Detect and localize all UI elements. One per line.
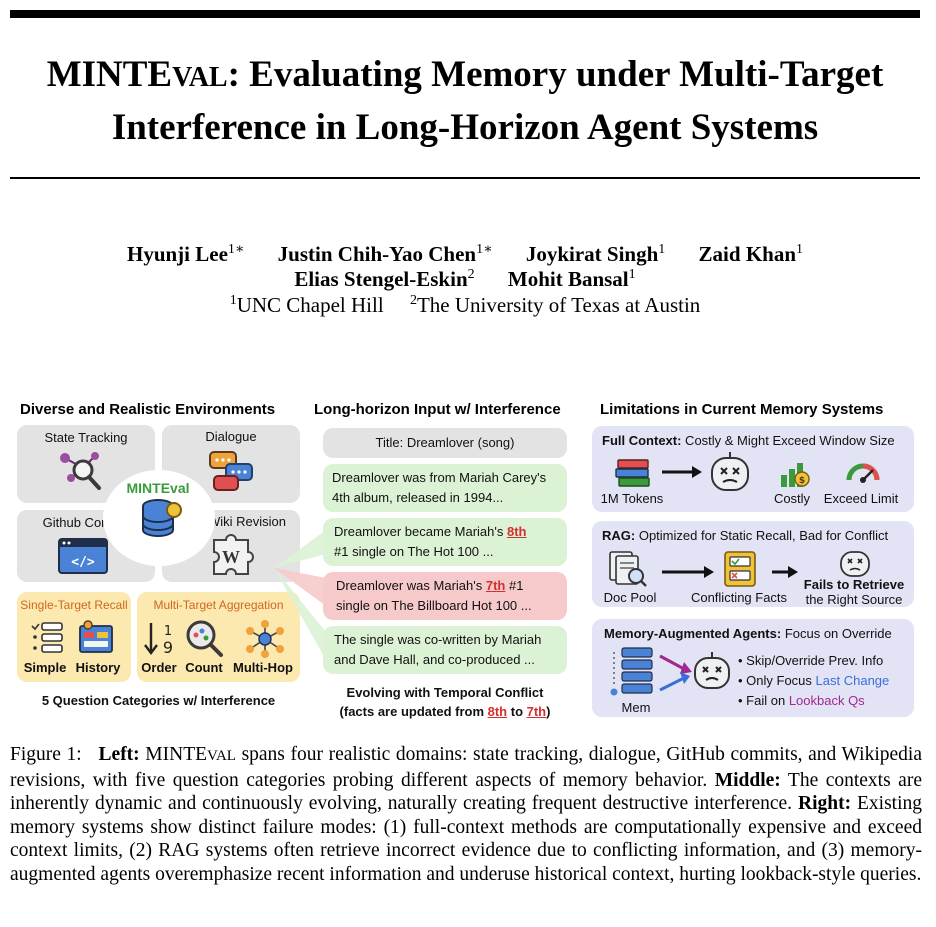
author: Joykirat Singh1	[525, 242, 666, 266]
paper-title: MINTEVAL: Evaluating Memory under Multi-…	[0, 50, 930, 153]
article-title: Title: Dreamlover (song)	[375, 435, 515, 450]
arrow-right-icon	[662, 566, 714, 578]
affiliations: 1UNC Chapel Hill 2The University of Texa…	[229, 293, 701, 317]
fact-box-3-conflict	[323, 572, 567, 620]
top-rule	[10, 10, 920, 18]
memory-bullet: • Only Focus Last Change	[738, 673, 890, 688]
cat-order-label: Order	[141, 660, 177, 675]
memory-bullet: • Skip/Override Prev. Info	[738, 653, 884, 668]
full-context-costly-label: Costly	[773, 491, 811, 506]
env-dialogue-label: Dialogue	[205, 429, 257, 444]
minteval-logo-text: MINTEval	[126, 480, 190, 496]
dialogue-icon	[209, 451, 253, 491]
history-board-icon	[79, 620, 113, 653]
svg-text:$: $	[799, 476, 805, 486]
state-tracking-icon	[60, 452, 101, 490]
left-panel-heading: Diverse and Realistic Environments	[20, 401, 276, 418]
fact-box-1	[323, 464, 567, 512]
author: Zaid Khan1	[698, 242, 804, 266]
fact-box-4	[323, 626, 567, 674]
right-panel-heading: Limitations in Current Memory Systems	[600, 401, 884, 418]
multi-hop-network-icon	[246, 620, 284, 658]
dizzy-robot-icon	[694, 652, 730, 689]
cat-multihop-label: Multi-Hop	[233, 660, 293, 675]
env-state-label: State Tracking	[44, 430, 128, 445]
title-line-2: Interference in Long-Horizon Agent Syste…	[111, 107, 819, 148]
figure-caption: Figure 1: Left: MINTEVAL spans four real…	[10, 744, 922, 885]
sort-order-icon: 1 9	[144, 623, 173, 657]
wikipedia-puzzle-icon: W	[213, 534, 254, 575]
full-context-exceed-label: Exceed Limit	[823, 491, 899, 506]
title-bottom-rule	[10, 177, 920, 179]
dizzy-robot-icon	[711, 452, 749, 491]
focus-arrows-icon	[659, 654, 692, 692]
multi-target-title: Multi-Target Aggregation	[153, 598, 284, 612]
fact-2-text: Dreamlover became Mariah's 8th #1 single…	[334, 524, 527, 559]
env-wiki-label: Wiki Revision	[207, 514, 286, 529]
full-context-title: Full Context: Costly & Might Exceed Wind…	[602, 433, 895, 448]
single-target-title: Single-Target Recall	[20, 598, 128, 612]
cat-simple-label: Simple	[23, 660, 67, 675]
rag-title: RAG: Optimized for Static Recall, Bad fo…	[602, 528, 889, 543]
author: Mohit Bansal1	[507, 267, 636, 291]
database-icon	[142, 499, 182, 537]
arrow-right-icon	[772, 566, 798, 578]
count-magnifier-icon	[186, 620, 223, 657]
books-icon	[615, 459, 650, 487]
title-line-1: MINTEVAL: Evaluating Memory under Multi-…	[46, 54, 884, 95]
code-window-icon: </>	[58, 538, 108, 574]
rag-conflicting-label: Conflicting Facts	[690, 590, 788, 605]
full-context-tokens-label: 1M Tokens	[600, 491, 664, 506]
left-panel-footer: 5 Question Categories w/ Interference	[41, 693, 276, 708]
rag-doc-pool-label: Doc Pool	[603, 590, 657, 605]
fact-3-text: Dreamlover was Mariah's 7th #1 single on…	[336, 578, 532, 613]
interference-connectors	[274, 530, 326, 660]
gauge-limit-icon	[846, 463, 880, 483]
author: Hyunji Lee1∗	[126, 242, 245, 266]
svg-text:</>: </>	[71, 555, 95, 570]
author: Justin Chih-Yao Chen1∗	[277, 242, 493, 266]
cat-count-label: Count	[185, 660, 223, 675]
rag-fail-label: Fails to Retrieve the Right Source	[803, 577, 905, 607]
costly-chart-icon: $	[781, 463, 810, 487]
memory-bullet: • Fail on Lookback Qs	[738, 693, 865, 708]
memory-label: Mem	[621, 700, 651, 715]
dizzy-robot-small-icon	[840, 551, 870, 577]
fact-box-2	[323, 518, 567, 566]
checklist-icon	[31, 622, 63, 653]
multi-target-aggregation-box	[137, 592, 300, 682]
svg-text:W: W	[222, 547, 240, 567]
arrow-right-icon	[662, 466, 702, 478]
author: Elias Stengel-Eskin2	[294, 267, 475, 291]
middle-panel-footer: Evolving with Temporal Conflict (facts a…	[339, 685, 551, 719]
author-line-2: Elias Stengel-Eskin2 Mohit Bansal1	[0, 267, 930, 292]
svg-text:1: 1	[164, 624, 172, 639]
cat-history-label: History	[75, 660, 121, 675]
middle-panel-heading: Long-horizon Input w/ Interference	[314, 401, 561, 418]
conflicting-facts-icon	[724, 551, 756, 587]
doc-pool-icon	[609, 551, 647, 587]
svg-text:9: 9	[163, 638, 173, 657]
article-title-box	[323, 428, 567, 458]
memory-bullets: • Skip/Override Prev. Info • Only Focus …	[738, 651, 889, 711]
author-line-1: Hyunji Lee1∗ Justin Chih-Yao Chen1∗ Joyk…	[0, 241, 930, 267]
memory-stack-icon	[610, 647, 653, 696]
memory-agents-title: Memory-Augmented Agents: Focus on Overri…	[604, 626, 892, 641]
